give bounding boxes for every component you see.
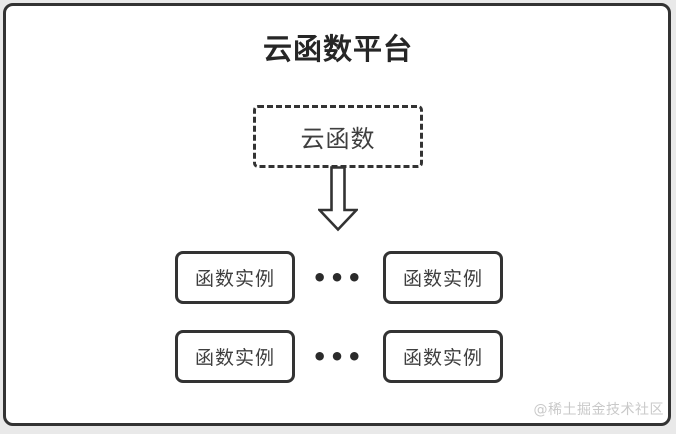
function-instance-label: 函数实例 (194, 347, 275, 369)
ellipsis-dots: ••• (311, 263, 365, 292)
function-instance-label: 函数实例 (402, 347, 483, 369)
diagram-title: 云函数平台 (262, 32, 413, 66)
function-instance-label: 函数实例 (194, 268, 275, 290)
ellipsis-dots: ••• (311, 342, 365, 371)
cloud-function-node: 云函数 (253, 105, 423, 168)
function-instance-node: 函数实例 (383, 251, 503, 304)
function-instance-label: 函数实例 (402, 268, 483, 290)
function-instance-node: 函数实例 (175, 330, 295, 383)
function-instance-node: 函数实例 (383, 330, 503, 383)
watermark: @稀土掘金技术社区 (533, 402, 664, 418)
down-arrow-icon (316, 166, 360, 232)
function-instance-node: 函数实例 (175, 251, 295, 304)
cloud-function-label: 云函数 (300, 125, 376, 153)
